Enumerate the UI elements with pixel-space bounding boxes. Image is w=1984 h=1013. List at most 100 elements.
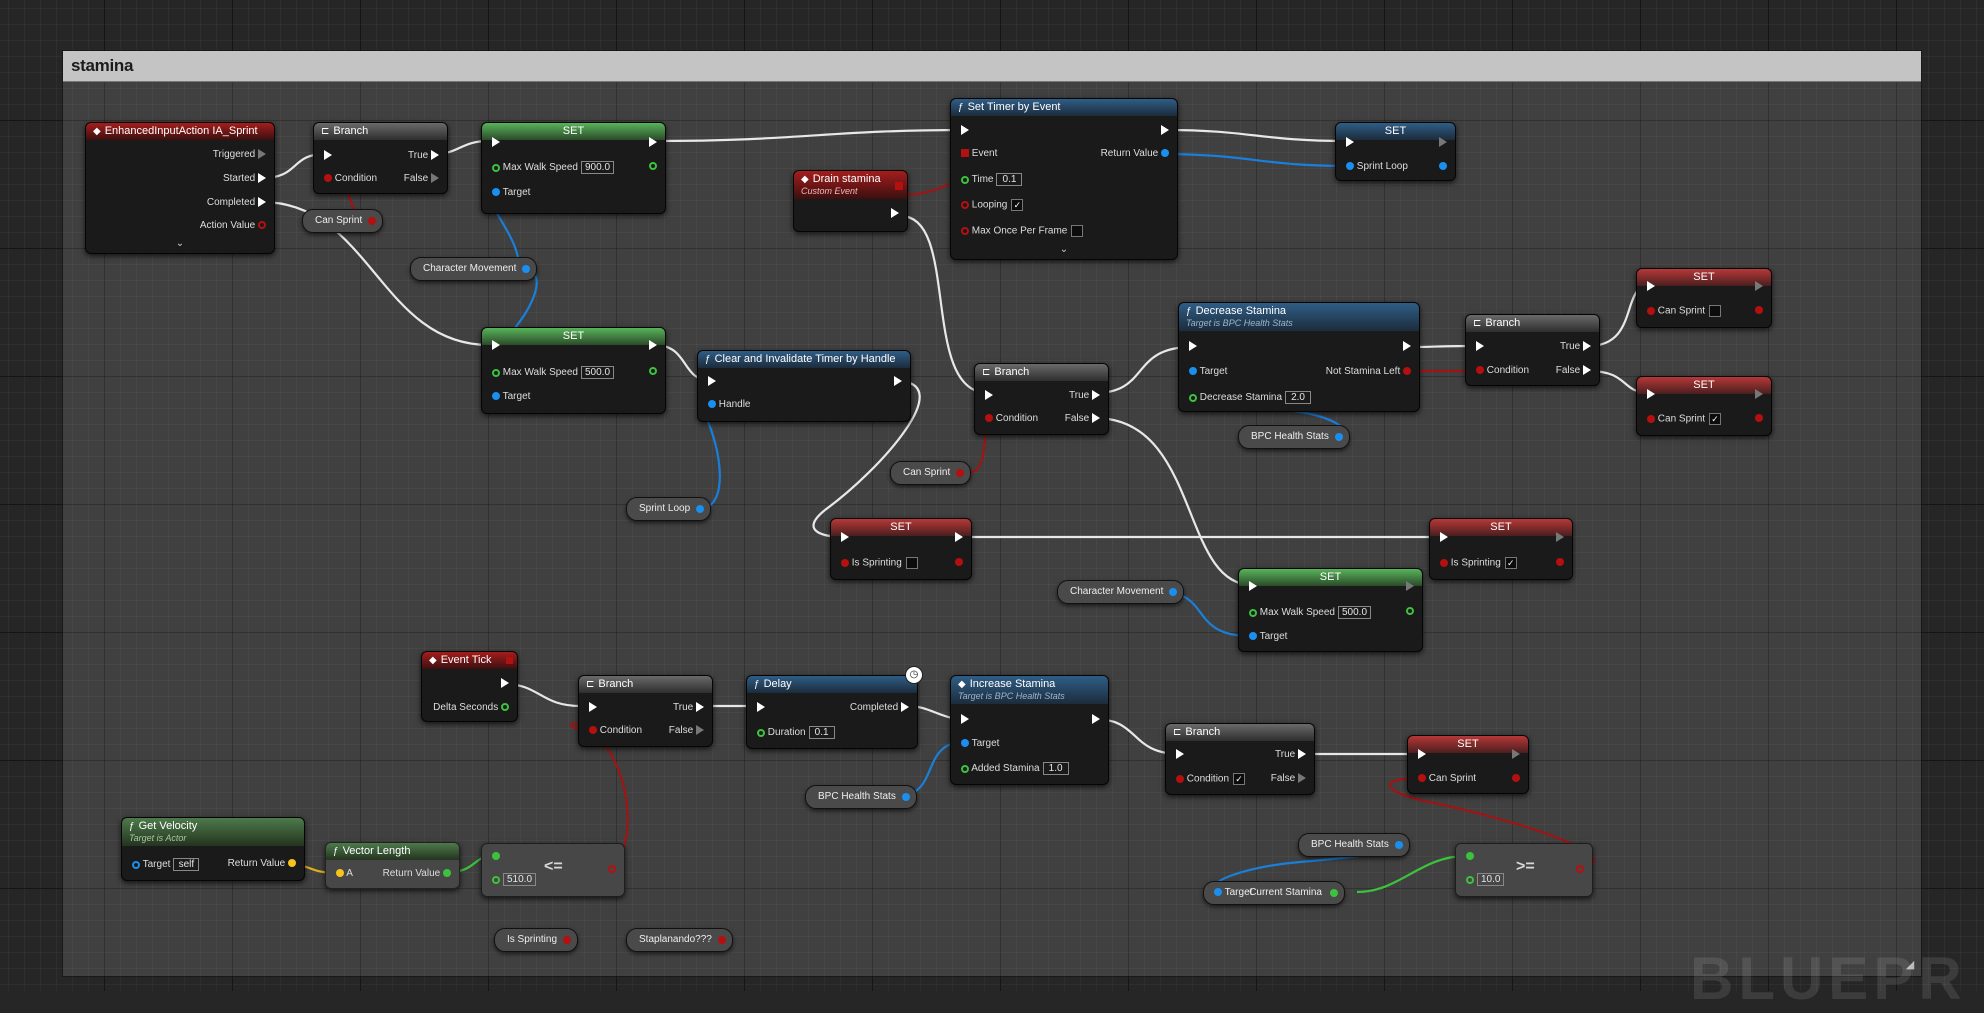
pin-return-value[interactable]: Return Value	[228, 858, 296, 870]
set-can-sprint-node[interactable]: SET Can Sprint✓	[1636, 376, 1772, 436]
resize-handle-icon[interactable]: ◢	[1905, 959, 1915, 971]
pin-exec-in[interactable]	[1440, 532, 1448, 544]
checkbox-unchecked[interactable]	[905, 557, 918, 569]
pin-condition[interactable]: Condition	[324, 173, 377, 185]
pin-exec-out[interactable]	[1403, 341, 1411, 353]
pin-event[interactable]: Event	[961, 148, 997, 160]
pin-not-stamina-left[interactable]: Not Stamina Left	[1326, 366, 1411, 378]
value-field[interactable]: 0.1	[996, 173, 1023, 186]
pin-output[interactable]	[1556, 557, 1564, 569]
set-is-sprinting-node[interactable]: SET Is Sprinting✓	[1429, 518, 1573, 580]
pin-a[interactable]	[1466, 851, 1474, 863]
variable-can-sprint[interactable]: Can Sprint	[890, 461, 972, 485]
pin-exec-in[interactable]	[1647, 389, 1655, 401]
pin-exec-in[interactable]	[841, 532, 849, 544]
value-field[interactable]: 900.0	[581, 161, 615, 174]
pin-output[interactable]	[955, 557, 963, 569]
pin-exec-out[interactable]	[1406, 581, 1414, 593]
pin-completed[interactable]: Completed	[207, 197, 266, 209]
pin-exec-out[interactable]	[1161, 125, 1169, 137]
pin-output[interactable]	[649, 161, 657, 173]
pin-output[interactable]	[1406, 606, 1414, 618]
pin-target[interactable]: Target	[492, 187, 530, 199]
pin-delegate[interactable]	[506, 655, 513, 667]
checkbox-checked[interactable]: ✓	[1504, 557, 1517, 569]
pin-exec-out[interactable]	[894, 376, 902, 388]
value-field[interactable]: self	[173, 858, 200, 871]
value-field[interactable]: 2.0	[1285, 391, 1312, 404]
pin-exec-in[interactable]	[1647, 281, 1655, 293]
pin-exec-in[interactable]	[492, 137, 500, 149]
pin-target[interactable]: Target	[1214, 882, 1252, 904]
set-sprint-loop-node[interactable]: SET Sprint Loop	[1335, 122, 1456, 181]
pin-a[interactable]	[492, 851, 500, 863]
value-field[interactable]: 510.0	[503, 873, 537, 886]
chevron-down-icon[interactable]: ⌄	[1059, 244, 1069, 255]
pin-true[interactable]: True	[1069, 390, 1100, 402]
pin-false[interactable]: False	[1271, 773, 1306, 785]
pin-exec-in[interactable]	[985, 390, 993, 402]
checkbox-checked[interactable]: ✓	[1011, 199, 1024, 211]
pin-is-sprinting[interactable]: Is Sprinting✓	[1440, 557, 1517, 570]
pin-sprint-loop[interactable]: Sprint Loop	[1346, 161, 1408, 173]
chevron-down-icon[interactable]: ⌄	[175, 238, 185, 249]
checkbox-checked[interactable]: ✓	[1709, 413, 1722, 425]
pin-triggered[interactable]: Triggered	[213, 149, 266, 161]
pin-exec-in[interactable]	[1346, 137, 1354, 149]
pin-exec-out[interactable]	[1755, 389, 1763, 401]
checkbox-unchecked[interactable]	[1071, 225, 1084, 237]
variable-bpc-health-stats[interactable]: BPC Health Stats	[1298, 833, 1410, 857]
pin-exec-in[interactable]	[1476, 341, 1484, 353]
pin-exec-in[interactable]	[1418, 749, 1426, 761]
pin-b[interactable]: 510.0	[492, 873, 537, 886]
pin-exec-out[interactable]	[1556, 532, 1564, 544]
pin-condition[interactable]: Condition	[1476, 365, 1529, 377]
pin-output[interactable]	[1576, 864, 1584, 876]
pin-target[interactable]: Target	[1189, 366, 1227, 378]
pin-output[interactable]	[1439, 161, 1447, 173]
pin-exec-out[interactable]	[649, 137, 657, 149]
pin-b[interactable]: 10.0	[1466, 873, 1505, 886]
pin-handle[interactable]: Handle	[708, 399, 750, 411]
pin-target[interactable]: Target	[961, 738, 999, 750]
pin-max-once-per-frame[interactable]: Max Once Per Frame	[961, 225, 1084, 238]
branch-node[interactable]: ⊏Branch True Condition False	[578, 675, 713, 747]
pin-exec-in[interactable]	[1176, 749, 1184, 761]
variable-character-movement[interactable]: Character Movement	[1057, 580, 1185, 604]
pin-is-sprinting[interactable]: Is Sprinting	[841, 557, 918, 570]
pin-output[interactable]	[1512, 773, 1520, 785]
pin-output[interactable]	[649, 366, 657, 378]
branch-node[interactable]: ⊏Branch True Condition✓ False	[1165, 723, 1315, 795]
pin-output[interactable]	[1755, 413, 1763, 425]
set-can-sprint-node[interactable]: SET Can Sprint	[1407, 735, 1529, 794]
pin-action-value[interactable]: Action Value	[200, 220, 266, 232]
pin-false[interactable]: False	[1556, 365, 1591, 377]
greater-equal-operator-node[interactable]: 10.0 >=	[1455, 843, 1593, 897]
pin-exec-out[interactable]	[649, 340, 657, 352]
variable-is-sprinting[interactable]: Is Sprinting	[494, 928, 579, 952]
variable-can-sprint[interactable]: Can Sprint	[302, 209, 384, 233]
variable-staplanando[interactable]: Staplanando???	[626, 928, 733, 952]
pin-output[interactable]	[1755, 305, 1763, 317]
pin-output[interactable]	[608, 864, 616, 876]
variable-bpc-health-stats[interactable]: BPC Health Stats	[1238, 425, 1350, 449]
pin-can-sprint[interactable]: Can Sprint✓	[1647, 413, 1722, 426]
pin-return-value[interactable]: Return Value	[383, 868, 451, 880]
